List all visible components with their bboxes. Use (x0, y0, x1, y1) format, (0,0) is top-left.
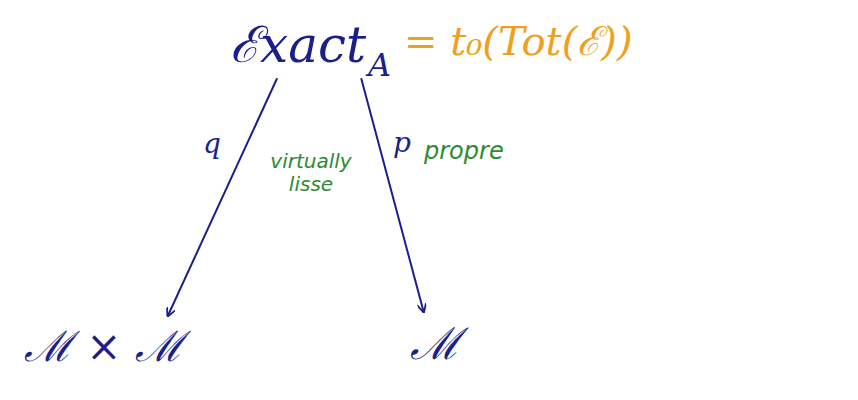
object-name: ℳ × ℳ (24, 322, 184, 371)
green-annotation: virtually lisse (262, 150, 360, 196)
orange-annotation: = t₀(Tot(ℰ)) (404, 18, 633, 64)
math-object: ℳ × ℳ (20, 322, 188, 372)
morphism-arrow (361, 79, 423, 312)
subscript-text: A (368, 46, 391, 84)
object-name: ℰxact (230, 16, 366, 74)
math-object: ℰxactA (226, 16, 395, 75)
morphism-arrow (168, 79, 277, 316)
morphism-name: p (393, 127, 411, 159)
green-annotation: propre (424, 138, 504, 166)
object-name: ℳ (410, 318, 461, 369)
math-object: ℳ (406, 318, 465, 370)
morphism-name: q (203, 128, 221, 160)
